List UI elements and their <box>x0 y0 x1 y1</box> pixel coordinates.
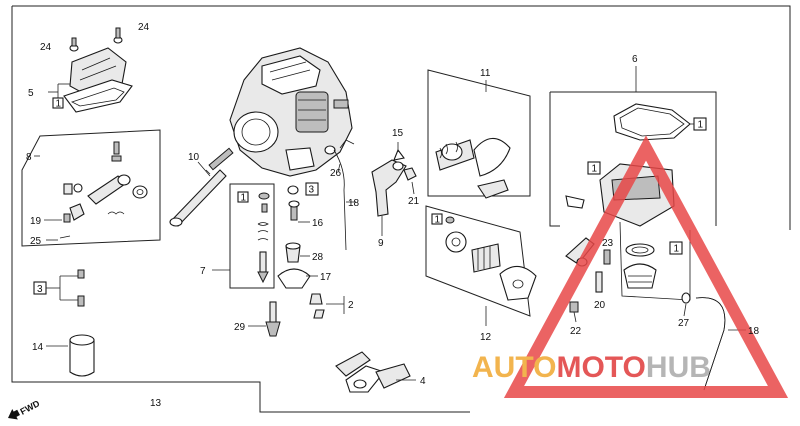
part-vent-hose <box>333 139 356 251</box>
watermark-triangle <box>503 135 789 398</box>
watermark: AUTOMOTOHUB <box>472 135 789 398</box>
callout-label: 19 <box>30 216 42 227</box>
callout-label: 23 <box>602 238 614 249</box>
part-top-cover <box>48 27 133 113</box>
callout-label: 17 <box>320 272 332 283</box>
callout-label: 18 <box>748 326 760 337</box>
callout-label: 24 <box>40 42 52 53</box>
callout-label: 1 <box>674 244 680 255</box>
callout-label: 12 <box>480 332 492 343</box>
watermark-auto: AUTO <box>472 351 556 384</box>
callout-label: 2 <box>348 300 354 311</box>
callout-label: 9 <box>378 238 384 249</box>
callout-label: 6 <box>632 54 638 65</box>
part-bottom-bracket <box>335 351 416 393</box>
callout-label: 28 <box>312 252 324 263</box>
callout-label: 18 <box>348 198 360 209</box>
watermark-text: AUTOMOTOHUB <box>472 351 711 384</box>
callout-label: 1 <box>241 193 247 204</box>
callout-label: 8 <box>26 152 32 163</box>
part-jet-kit <box>212 183 275 289</box>
fwd-label: FWD <box>18 398 41 417</box>
assembly-frame <box>11 5 791 413</box>
callout-label: 25 <box>30 236 42 247</box>
callout-label: 1 <box>56 99 62 110</box>
part-accelerator-pump <box>427 69 531 199</box>
part-diaphragm-cover <box>425 205 537 326</box>
callout-label: 14 <box>32 342 44 353</box>
part-carburetor-body <box>229 47 353 177</box>
part-linkage-panel <box>21 129 161 247</box>
callout-label: 3 <box>309 185 315 196</box>
fwd-arrow-icon <box>8 408 21 420</box>
callout-label: 26 <box>330 168 342 179</box>
part-drain-hose <box>681 292 746 391</box>
callout-label: 11 <box>480 68 491 79</box>
part-float <box>33 269 95 377</box>
callout-label: 3 <box>37 284 43 295</box>
callout-label: 24 <box>138 22 150 33</box>
part-throttle-rod <box>169 147 234 227</box>
watermark-moto: MOTO <box>556 351 645 384</box>
callout-label: 27 <box>678 318 690 329</box>
forward-arrow: FWD <box>8 398 42 420</box>
callout-label: 7 <box>200 266 206 277</box>
part-needle-jets <box>248 182 345 337</box>
callout-label: 29 <box>234 322 246 333</box>
callout-label: 13 <box>150 398 162 409</box>
part-drain-screw <box>565 237 683 323</box>
callout-label: 4 <box>420 376 426 387</box>
part-throttle-bracket <box>371 142 417 236</box>
callout-label: 10 <box>188 152 200 163</box>
callout-label: 20 <box>594 300 606 311</box>
watermark-hub: HUB <box>646 351 711 384</box>
callout-label: 1 <box>592 164 598 175</box>
callout-label: 15 <box>392 128 404 139</box>
callout-labels: 24 24 5 1 8 19 25 10 3 14 13 7 1 3 16 28… <box>26 22 760 409</box>
callout-label: 16 <box>312 218 324 229</box>
callout-label: 1 <box>435 215 441 226</box>
callout-label: 21 <box>408 196 420 207</box>
callout-label: 5 <box>28 88 34 99</box>
callout-label: 1 <box>698 120 704 131</box>
callout-label: 22 <box>570 326 582 337</box>
